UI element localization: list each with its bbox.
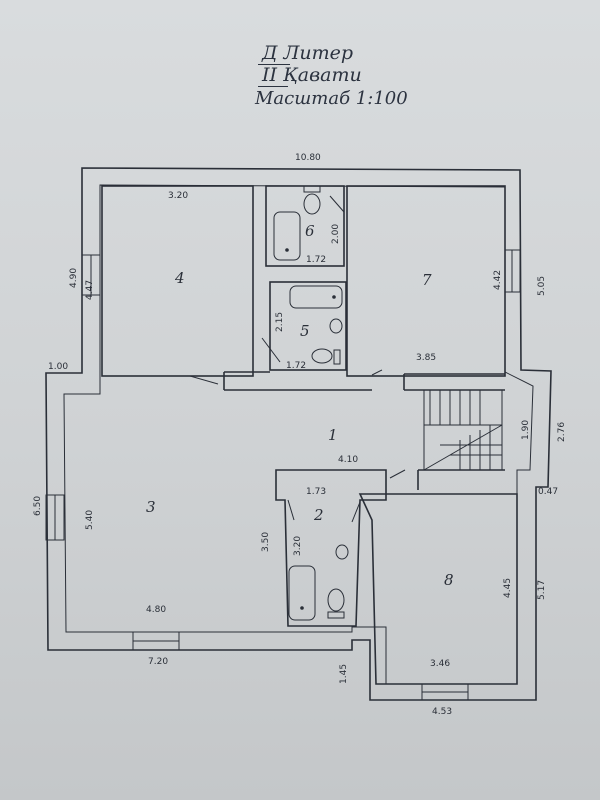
bathtub-room-5 bbox=[289, 285, 343, 309]
room-4-walls bbox=[101, 185, 254, 377]
door-room-2a bbox=[287, 499, 295, 521]
window-bottom-left bbox=[132, 631, 180, 651]
dim-r3-height: 5.40 bbox=[85, 510, 95, 530]
dim-right-mid: 2.76 bbox=[557, 422, 567, 442]
dim-r7-height: 4.42 bbox=[493, 270, 503, 290]
room-8-walls bbox=[358, 493, 518, 685]
dim-bottom-left: 7.20 bbox=[148, 657, 168, 667]
dim-r2-width: 1.73 bbox=[306, 487, 326, 497]
room-label-5: 5 bbox=[300, 322, 310, 340]
dim-hall-width: 4.10 bbox=[338, 455, 358, 465]
title-scale: Масштаб 1:100 bbox=[255, 88, 408, 109]
window-bottom-right bbox=[421, 683, 469, 701]
title-liter: Д Литер bbox=[262, 42, 354, 64]
door-room-4 bbox=[189, 375, 219, 385]
dim-right-lower: 5.17 bbox=[537, 580, 547, 600]
toilet-room-5 bbox=[311, 348, 341, 365]
toilet-room-6 bbox=[303, 185, 321, 215]
dim-r2-height: 3.20 bbox=[293, 536, 303, 556]
room-label-4: 4 bbox=[174, 269, 185, 287]
room-label-8: 8 bbox=[444, 571, 454, 589]
room-5-walls bbox=[269, 281, 347, 371]
dim-stair-height: 1.90 bbox=[521, 420, 531, 440]
room-label-7: 7 bbox=[422, 271, 432, 289]
dim-r3-width: 4.80 bbox=[146, 605, 166, 615]
dim-r6-width: 1.72 bbox=[306, 255, 326, 265]
room-label-6: 6 bbox=[305, 222, 315, 240]
window-left-upper bbox=[81, 254, 101, 296]
door-room-5 bbox=[261, 337, 281, 363]
dim-r8-height: 4.45 bbox=[503, 578, 513, 598]
dim-step-bottom: 1.45 bbox=[339, 664, 349, 684]
room-label-2: 2 bbox=[313, 506, 324, 524]
dim-r8-width: 3.46 bbox=[430, 659, 450, 669]
toilet-room-2 bbox=[327, 588, 345, 619]
inner-wall-outline bbox=[63, 184, 534, 685]
door-room-7 bbox=[371, 369, 383, 376]
title-underline-1 bbox=[258, 64, 290, 65]
dim-bottom-right: 4.53 bbox=[432, 707, 452, 717]
dim-step-left: 1.00 bbox=[48, 362, 68, 372]
room-2-walls bbox=[275, 469, 387, 627]
dim-r7-width: 3.85 bbox=[416, 353, 436, 363]
dim-r4-width: 3.20 bbox=[168, 191, 188, 201]
title-floor: II Қавати bbox=[262, 64, 362, 86]
dim-left-lower: 6.50 bbox=[33, 496, 43, 516]
dim-r4-height: 4.47 bbox=[85, 280, 95, 300]
dim-r6-height: 2.00 bbox=[331, 224, 341, 244]
room-label-3: 3 bbox=[146, 498, 156, 516]
dim-r2-outer: 3.50 bbox=[261, 532, 271, 552]
bathtub-room-6 bbox=[273, 211, 301, 261]
dim-left-upper: 4.90 bbox=[69, 268, 79, 288]
door-room-2b bbox=[351, 501, 361, 523]
door-room-6 bbox=[329, 195, 345, 213]
bathtub-room-2 bbox=[288, 565, 316, 621]
door-room-8 bbox=[389, 469, 406, 479]
dim-r5-height: 2.15 bbox=[275, 312, 285, 332]
sink-room-2 bbox=[335, 544, 349, 560]
dim-offset-right: 0.47 bbox=[538, 487, 558, 497]
dim-r5-width: 1.72 bbox=[286, 361, 306, 371]
sink-room-5 bbox=[329, 318, 343, 334]
dim-right-upper: 5.05 bbox=[537, 276, 547, 296]
window-left-lower bbox=[45, 494, 65, 541]
outer-wall bbox=[45, 167, 552, 701]
staircase bbox=[423, 389, 503, 471]
room-label-1: 1 bbox=[328, 426, 338, 444]
window-right-upper bbox=[504, 249, 521, 293]
dim-top-width: 10.80 bbox=[295, 153, 321, 163]
title-underline-2 bbox=[258, 86, 288, 87]
